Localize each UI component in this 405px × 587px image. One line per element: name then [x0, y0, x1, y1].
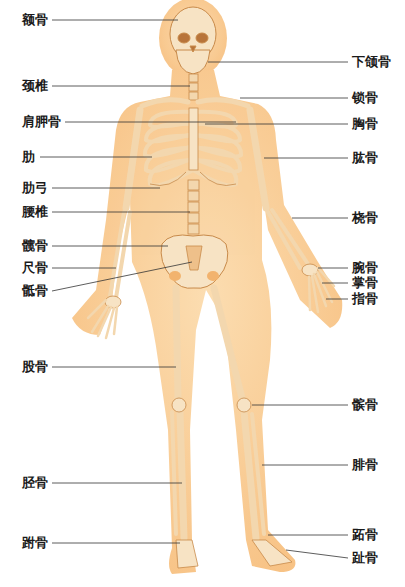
part-label: 胫骨 [22, 476, 48, 490]
part-label: 腕骨 [352, 261, 378, 275]
part-label: 肱骨 [352, 151, 378, 165]
part-label: 趾骨 [352, 551, 378, 565]
part-label: 跗骨 [22, 536, 48, 550]
part-label: 腓骨 [352, 458, 378, 472]
part-label: 尺骨 [22, 261, 48, 275]
part-label: 肋弓 [22, 181, 48, 195]
part-label: 指骨 [352, 292, 378, 306]
part-label: 额骨 [22, 13, 48, 27]
part-label: 髋骨 [22, 239, 48, 253]
part-label: 髌骨 [352, 398, 378, 412]
part-label: 股骨 [22, 360, 48, 374]
part-label: 跖骨 [352, 528, 378, 542]
part-label: 锁骨 [352, 91, 378, 105]
part-label: 胸骨 [352, 117, 378, 131]
part-label: 肩胛骨 [22, 115, 61, 129]
part-label: 腰椎 [22, 205, 48, 219]
part-label: 下颌骨 [352, 55, 391, 69]
part-label: 骶骨 [22, 284, 48, 298]
part-label: 颈椎 [22, 79, 48, 93]
part-label: 肋 [22, 150, 35, 164]
part-label: 桡骨 [352, 211, 378, 225]
part-label: 掌骨 [352, 276, 378, 290]
